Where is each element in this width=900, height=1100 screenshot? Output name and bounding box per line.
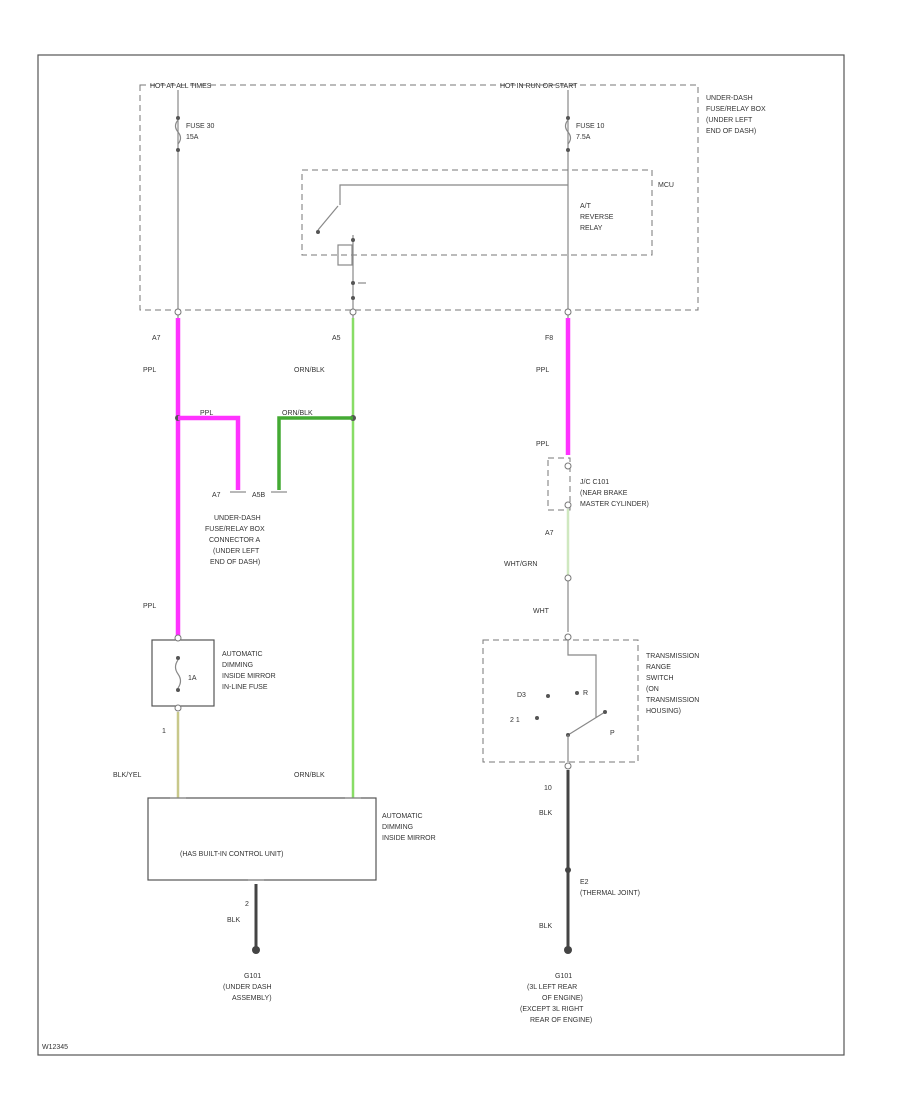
pin-a5-top-label: A5 xyxy=(332,335,341,342)
g101-engine-label: G101 (3L LEFT REAR OF ENGINE) (EXCEPT 3L… xyxy=(520,973,592,1024)
diagram-frame xyxy=(37,54,845,1056)
orn-blk-branch-wire xyxy=(277,416,353,490)
inline-fuse-bottom-terminal xyxy=(176,688,180,692)
wire-blk-label-2: BLK xyxy=(539,810,553,817)
ground-g101-right xyxy=(564,946,572,954)
wire-ppl-branch-label: PPL xyxy=(200,410,213,417)
wire-blk-label-1: BLK xyxy=(227,917,241,924)
relay-contact-feed xyxy=(339,184,568,205)
pin-1-label: 1 xyxy=(162,728,166,735)
trans-switch-feed xyxy=(567,640,597,718)
fuse-10-bottom-terminal xyxy=(566,148,570,152)
pin-a7-top-label: A7 xyxy=(152,335,161,342)
inline-fuse-icon xyxy=(174,659,182,689)
switch-contact-r xyxy=(575,691,579,695)
connector-a5-top xyxy=(349,308,357,316)
fuse-30-top-terminal xyxy=(176,116,180,120)
hot-in-run-label: HOT IN RUN OR START xyxy=(500,83,578,90)
connector-a7-top xyxy=(174,308,182,316)
fuse-30-label: FUSE 30 15A xyxy=(186,123,216,141)
wire-wht-label: WHT xyxy=(533,608,550,615)
jc-c101-box xyxy=(547,457,571,511)
relay-diode-bottom-dot xyxy=(351,296,355,300)
mirror-unit-text: (HAS BUILT-IN CONTROL UNIT) xyxy=(180,851,283,858)
wire-ppl-label-4: PPL xyxy=(143,603,156,610)
mirror-control-unit xyxy=(147,797,377,881)
trans-switch-top-connector xyxy=(564,633,572,641)
fuse-30-icon xyxy=(174,119,182,145)
reverse-relay-label: A/T REVERSE RELAY xyxy=(580,203,615,232)
switch-pos-d3: D3 xyxy=(517,692,526,699)
wire-blk-yel-label: BLK/YEL xyxy=(113,772,142,779)
underdash-box-label: UNDER-DASH FUSE/RELAY BOX (UNDER LEFT EN… xyxy=(706,95,768,135)
jc-ppl-label: PPL xyxy=(536,441,549,448)
wire-ppl-label-3: PPL xyxy=(536,367,549,374)
wire-blk-label-3: BLK xyxy=(539,923,553,930)
switch-contact-p xyxy=(603,710,607,714)
ground-g101-left xyxy=(252,946,260,954)
wire-orn-blk-label-2: ORN/BLK xyxy=(294,772,325,779)
pin-a5b-conn-label: A5B xyxy=(252,492,266,499)
jc-c101-top-connector xyxy=(564,462,572,470)
pin-2-label: 2 xyxy=(245,901,249,908)
switch-contact-21 xyxy=(535,716,539,720)
jc-c101-bottom-connector xyxy=(564,501,572,509)
mirror-label: AUTOMATIC DIMMING INSIDE MIRROR xyxy=(382,813,436,842)
trans-range-switch-box xyxy=(482,639,639,763)
relay-contact-dot xyxy=(316,230,320,234)
relay-diode-top-dot xyxy=(351,281,355,285)
inline-fuse-label: AUTOMATIC DIMMING INSIDE MIRROR IN-LINE … xyxy=(222,651,278,691)
e2-thermal-joint-dot xyxy=(565,867,571,873)
relay-output-dot xyxy=(351,238,355,242)
wire-ppl-label-1: PPL xyxy=(143,367,156,374)
wire-orn-blk-branch-label: ORN/BLK xyxy=(282,410,313,417)
underdash-fuse-box xyxy=(139,84,699,311)
e2-thermal-label: E2 (THERMAL JOINT) xyxy=(580,879,640,897)
relay-coil-icon xyxy=(337,244,353,266)
pin-a7-jc-label: A7 xyxy=(545,530,554,537)
connector-a-label: UNDER-DASH FUSE/RELAY BOX CONNECTOR A (U… xyxy=(205,515,267,566)
fuse-30-bottom-terminal xyxy=(176,148,180,152)
switch-pos-21: 2 1 xyxy=(510,717,520,724)
inline-fuse-box xyxy=(151,639,215,707)
trans-switch-arm-icon xyxy=(567,711,606,736)
ppl-branch-wire xyxy=(178,415,241,490)
switch-contact-d3 xyxy=(546,694,550,698)
footer-code: W12345 xyxy=(42,1044,68,1051)
trans-switch-bottom-connector xyxy=(564,762,572,770)
switch-pos-r: R xyxy=(583,690,588,697)
relay-switch-arm-icon xyxy=(317,205,339,231)
inline-fuse-top-terminal xyxy=(176,656,180,660)
hot-at-all-times-label: HOT AT ALL TIMES xyxy=(150,83,212,90)
inline-fuse-top-connector xyxy=(174,634,182,642)
wire-orn-blk-label-1: ORN/BLK xyxy=(294,367,325,374)
wire-wht-grn-label: WHT/GRN xyxy=(504,561,537,568)
fuse-10-top-terminal xyxy=(566,116,570,120)
g101-label: G101 (UNDER DASH ASSEMBLY) xyxy=(223,973,274,1002)
mcu-box xyxy=(301,169,653,256)
inline-fuse-rating: 1A xyxy=(188,675,197,682)
fuse-10-icon xyxy=(564,119,572,145)
inline-fuse-bottom-connector xyxy=(174,704,182,712)
jc-c101-label: J/C C101 (NEAR BRAKE MASTER CYLINDER) xyxy=(580,479,649,508)
pin-10-label: 10 xyxy=(544,785,552,792)
connector-f8-top xyxy=(564,308,572,316)
trans-range-switch-label: TRANSMISSION RANGE SWITCH (ON TRANSMISSI… xyxy=(646,653,701,715)
mcu-label: MCU xyxy=(658,182,674,189)
fuse-10-label: FUSE 10 7.5A xyxy=(576,123,606,141)
pin-a7-conn-label: A7 xyxy=(212,492,221,499)
pin-f8-top-label: F8 xyxy=(545,335,553,342)
switch-pos-p: P xyxy=(610,730,615,737)
wht-grn-splice-connector xyxy=(564,574,572,582)
